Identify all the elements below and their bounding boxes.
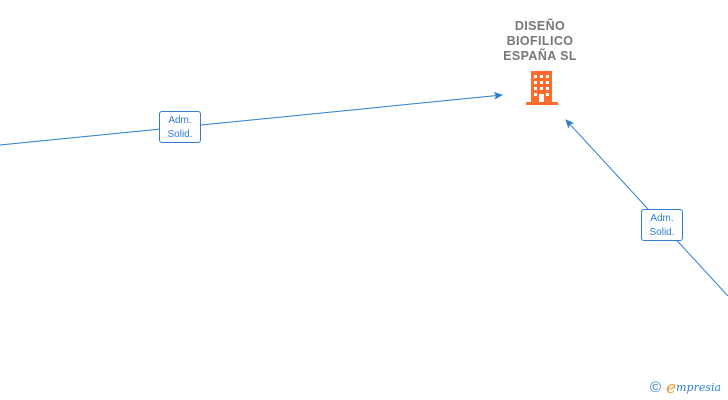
building-icon[interactable] bbox=[526, 71, 558, 110]
edge-label-right-line-2: Solid. bbox=[649, 227, 675, 238]
edge-label-right-line-1: Adm. bbox=[650, 213, 674, 224]
brand-initial: e bbox=[666, 378, 677, 398]
brand-name: mpresia bbox=[676, 381, 722, 394]
copyright-symbol: © bbox=[650, 379, 662, 396]
edge-line-right bbox=[565, 119, 728, 297]
edge-line-left bbox=[0, 91, 503, 146]
edge-label-left[interactable]: Adm. Solid. bbox=[159, 111, 201, 143]
edge-label-right[interactable]: Adm. Solid. bbox=[641, 209, 683, 241]
edge-label-left-line-2: Solid. bbox=[167, 129, 193, 140]
company-name-line-2: BIOFILICO bbox=[506, 34, 574, 48]
company-name[interactable]: DISEÑO BIOFILICO ESPAÑA SL bbox=[470, 19, 610, 64]
company-name-line-3: ESPAÑA SL bbox=[503, 49, 577, 63]
empresia-watermark: © e mpresia bbox=[650, 378, 722, 398]
edge-label-left-line-1: Adm. bbox=[168, 115, 192, 126]
company-name-line-1: DISEÑO bbox=[514, 19, 566, 33]
